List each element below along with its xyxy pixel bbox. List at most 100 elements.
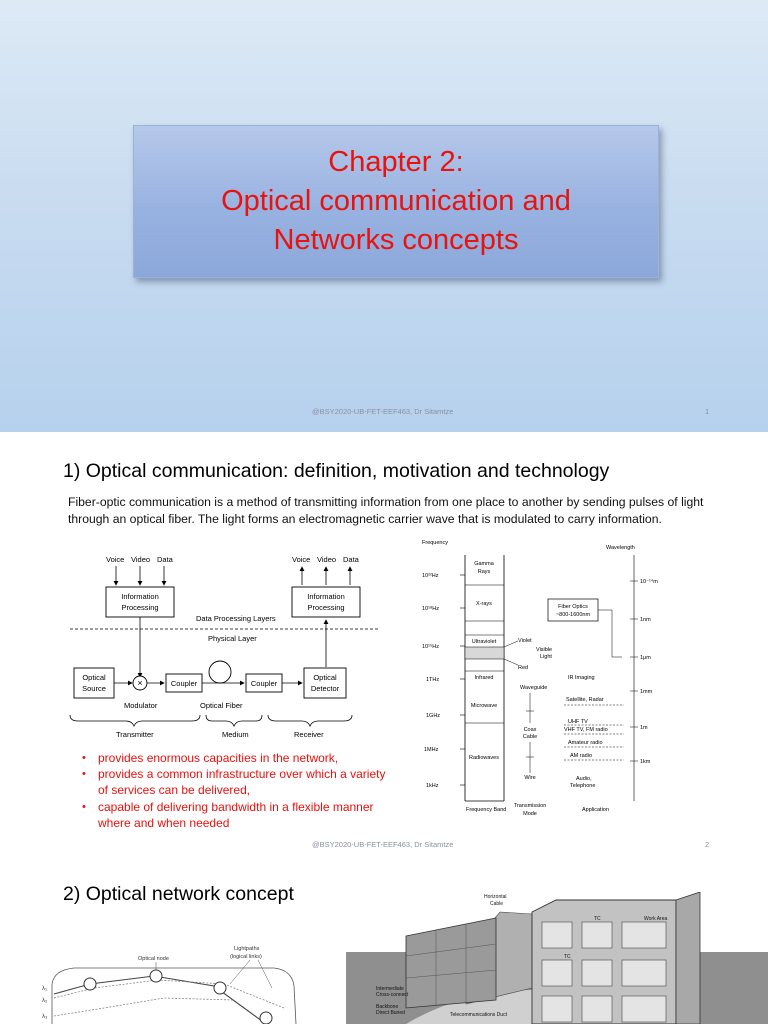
band-label: Microwave	[471, 703, 497, 709]
app-label: Amateur radio	[568, 740, 603, 746]
optical-fiber-label: Optical Fiber	[200, 701, 243, 710]
violet-label: Violet	[518, 638, 532, 644]
slide-1: Chapter 2: Optical communication and Net…	[0, 0, 768, 432]
network-node	[149, 969, 163, 983]
physical-layer-label: Physical Layer	[208, 634, 257, 643]
wire-label: Wire	[524, 775, 535, 781]
fiber-range-label: ~800-1600nm	[556, 612, 591, 618]
band-label: Ultraviolet	[472, 639, 497, 645]
optical-source-box	[73, 667, 115, 699]
application-footer: Application	[582, 807, 609, 813]
optical-label: Optical	[82, 673, 106, 682]
voice-label-right: Voice	[292, 555, 310, 564]
list-item: capable of delivering bandwidth in a fle…	[82, 799, 392, 831]
lambda-label: λ₂	[42, 998, 48, 1004]
lightpaths-label: Lightpaths	[234, 946, 260, 952]
freq-tick: 1MHz	[424, 747, 439, 753]
slide-2: 1) Optical communication: definition, mo…	[0, 433, 768, 861]
voice-label: Voice	[106, 555, 124, 564]
freq-tick: 10¹⁵Hz	[422, 643, 439, 650]
info-label-right: Information	[307, 592, 345, 601]
electromagnetic-spectrum-diagram: Frequency Wavelength 10²²Hz 10¹⁸Hz 10¹⁵H…	[422, 540, 658, 817]
direct-buried-label: Direct Buried	[376, 1010, 405, 1016]
crossconnect-label: Cross-connect	[376, 992, 409, 998]
network-node	[83, 977, 97, 991]
wavelength-header: Wavelength	[606, 545, 635, 551]
chapter-subtitle-line1: Optical communication and	[221, 185, 571, 217]
chapter-title: Chapter 2:	[328, 146, 464, 178]
tc-label: TC	[564, 954, 571, 960]
wavelength-tick: 1m	[640, 725, 648, 731]
video-label-right: Video	[317, 555, 336, 564]
freq-tick: 1kHz	[426, 783, 439, 789]
network-node	[259, 1011, 273, 1024]
band-label: Radiowaves	[469, 755, 499, 761]
processing-label-right: Processing	[307, 603, 344, 612]
cable-label: Cable	[523, 734, 537, 740]
info-label: Information	[121, 592, 159, 601]
band-label: Rays	[478, 569, 491, 575]
coax-label: Coax	[524, 727, 537, 733]
fiber-optics-label: Fiber Optics	[558, 604, 588, 610]
source-label: Source	[82, 684, 106, 693]
lambda-label: λ₃	[42, 1014, 48, 1020]
horizontal-label: Horizontal	[484, 894, 507, 900]
small-building	[405, 917, 497, 1009]
data-label: Data	[157, 555, 174, 564]
list-item: provides a common infrastructure over wh…	[82, 766, 392, 798]
slide-3: 2) Optical network concept Lightpaths (l…	[0, 862, 768, 1024]
band-label: X-rays	[476, 601, 492, 607]
benefits-list: provides enormous capacities in the netw…	[82, 750, 392, 831]
receiver-label: Receiver	[294, 730, 324, 739]
network-node	[213, 981, 227, 995]
logical-links-label: (logical links)	[230, 954, 262, 960]
info-processing-box-right	[291, 586, 361, 618]
chapter-subtitle-line2: Networks concepts	[273, 224, 519, 256]
mode-footer: Mode	[523, 811, 537, 817]
band-footer: Frequency Band	[466, 807, 506, 813]
work-area-label: Work Area	[644, 916, 667, 922]
wavelength-tick: 10⁻¹⁴m	[640, 578, 658, 585]
detector-label: Detector	[311, 684, 340, 693]
intermediate-label: Intermediate	[376, 986, 404, 992]
data-processing-layers-label: Data Processing Layers	[196, 614, 276, 623]
coupler-label-right: Coupler	[251, 679, 278, 688]
title-box: Chapter 2: Optical communication and Net…	[133, 125, 659, 278]
tc-label: TC	[594, 916, 601, 922]
multiply-sign: ×	[137, 678, 142, 688]
optical-node-label: Optical node	[138, 956, 169, 962]
light-label: Light	[540, 654, 552, 660]
processing-label: Processing	[121, 603, 158, 612]
video-label: Video	[131, 555, 150, 564]
app-label: AM radio	[570, 753, 592, 759]
slide-title: 2) Optical network concept	[63, 883, 294, 905]
definition-paragraph: Fiber-optic communication is a method of…	[68, 495, 704, 526]
red-label: Red	[518, 665, 528, 671]
wavelength-tick: 1μm	[640, 655, 651, 661]
modulator-label: Modulator	[124, 701, 158, 710]
lambda-label: λ₁	[42, 986, 47, 992]
app-label: VHF TV, FM radio	[564, 727, 608, 733]
wavelength-tick: 1nm	[640, 617, 651, 623]
visible-label: Visible	[536, 647, 552, 653]
info-processing-box-left	[105, 586, 175, 618]
telecom-duct-label: Telecommunications Duct	[450, 1012, 508, 1018]
page-number: 1	[705, 407, 710, 416]
freq-tick: 10²²Hz	[422, 573, 439, 579]
freq-tick: 1GHz	[426, 713, 440, 719]
optical-network-diagram: Lightpaths (logical links) Optical node …	[42, 946, 297, 1024]
frequency-header: Frequency	[422, 540, 448, 546]
slide-footer: @BSY2020-UB-FET-EEF463, Dr Sitamtze	[312, 840, 454, 849]
freq-tick: 1THz	[426, 677, 439, 683]
transmission-footer: Transmission	[514, 803, 547, 809]
optical-label-detector: Optical	[313, 673, 337, 682]
transmitter-label: Transmitter	[116, 730, 154, 739]
building-cabling-illustration: TC TC Work Area Horizontal Cable Interme…	[346, 892, 768, 1024]
app-label: UHF TV	[568, 719, 588, 725]
medium-label: Medium	[222, 730, 249, 739]
app-label: IR Imaging	[568, 675, 595, 681]
freq-tick: 10¹⁸Hz	[422, 605, 439, 612]
wavelength-tick: 1km	[640, 759, 651, 765]
wavelength-tick: 1mm	[640, 689, 653, 695]
coupler-label-left: Coupler	[171, 679, 198, 688]
